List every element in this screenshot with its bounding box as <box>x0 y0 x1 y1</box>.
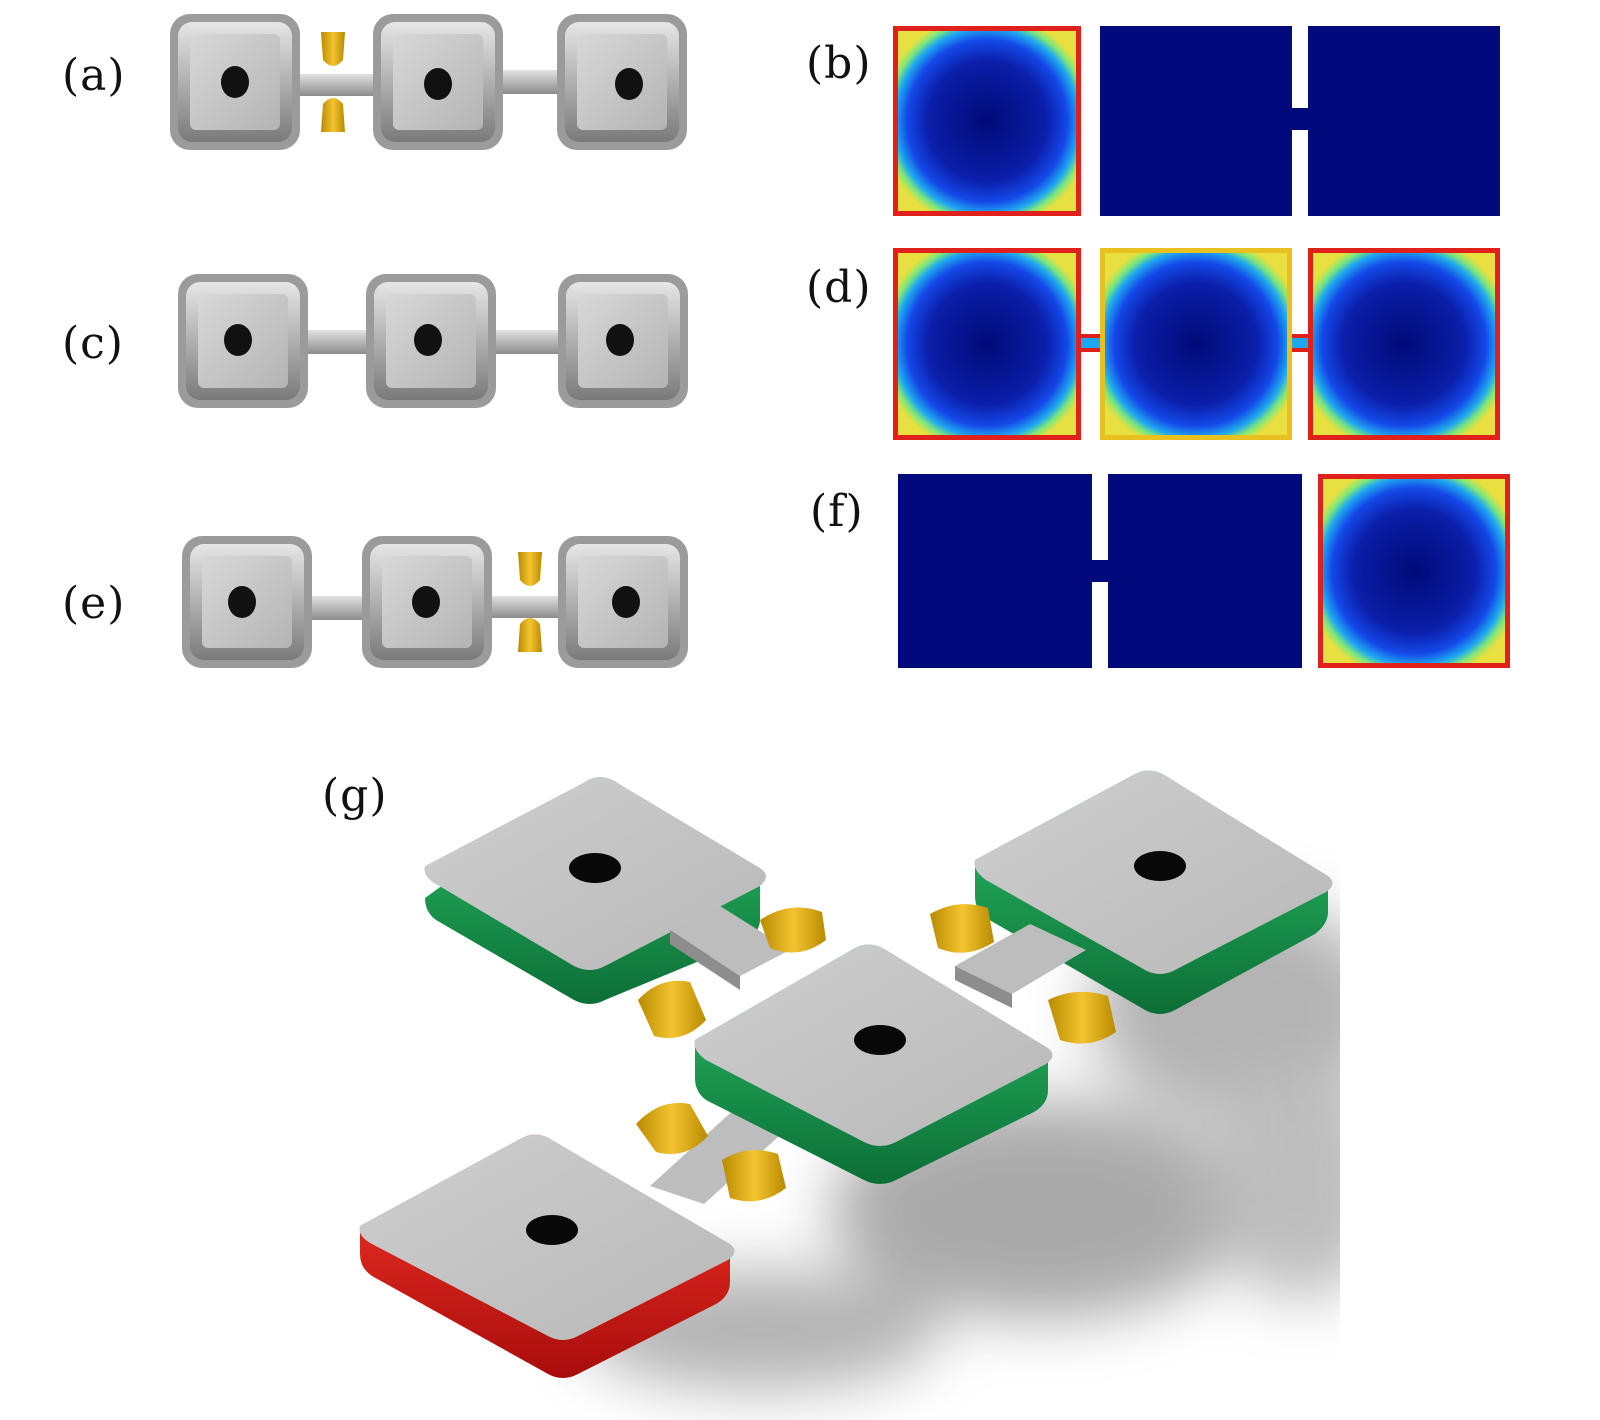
hole <box>424 68 452 100</box>
island <box>178 274 308 408</box>
hole <box>414 324 442 356</box>
panel-f-field-map <box>898 474 1510 668</box>
bar-3d <box>955 966 1012 1008</box>
bar <box>486 70 568 94</box>
label-e: (e) <box>62 578 126 629</box>
label-f: (f) <box>810 486 864 537</box>
hole <box>606 324 634 356</box>
hole <box>412 586 440 618</box>
island-3d-bottom-left <box>359 1134 735 1378</box>
panel-g-3d-device <box>359 770 1340 1390</box>
island <box>558 274 688 408</box>
island-3d-center <box>694 944 1053 1184</box>
island <box>558 536 688 668</box>
island <box>557 14 687 150</box>
field-bridge <box>1090 560 1110 582</box>
bar-3d <box>955 924 1086 994</box>
panel-e-device <box>182 536 688 668</box>
island <box>373 14 503 150</box>
field-island <box>1100 26 1292 216</box>
hole <box>221 66 249 98</box>
field-island <box>1108 474 1302 668</box>
panel-a-device <box>170 14 687 150</box>
hole <box>854 1025 906 1055</box>
bar-3d <box>670 906 790 976</box>
gold-gate-3d <box>636 904 1116 1202</box>
label-d: (d) <box>806 262 872 313</box>
field-island <box>898 474 1092 668</box>
bar <box>476 596 572 618</box>
bar <box>296 596 372 620</box>
gold-gate <box>321 32 345 132</box>
field-bridge <box>1290 108 1310 130</box>
hole <box>612 586 640 618</box>
bar-3d <box>670 930 740 990</box>
label-g: (g) <box>322 770 388 821</box>
bar <box>296 330 374 354</box>
label-c: (c) <box>62 318 124 369</box>
label-b: (b) <box>806 38 872 89</box>
hole <box>526 1215 578 1245</box>
panel-d-field-map <box>893 248 1500 440</box>
hole <box>569 853 621 883</box>
panel-c-device <box>178 274 688 408</box>
island <box>366 274 496 408</box>
island <box>170 14 300 150</box>
label-a: (a) <box>62 50 126 101</box>
island <box>182 536 312 668</box>
panel-b-field-map <box>893 26 1500 216</box>
gold-gate <box>518 552 542 652</box>
hole <box>228 586 256 618</box>
field-island <box>1308 26 1500 216</box>
bar <box>486 330 566 354</box>
hole <box>1134 851 1186 881</box>
hole <box>615 68 643 100</box>
island <box>362 536 492 668</box>
hole <box>224 324 252 356</box>
bar <box>290 74 380 96</box>
